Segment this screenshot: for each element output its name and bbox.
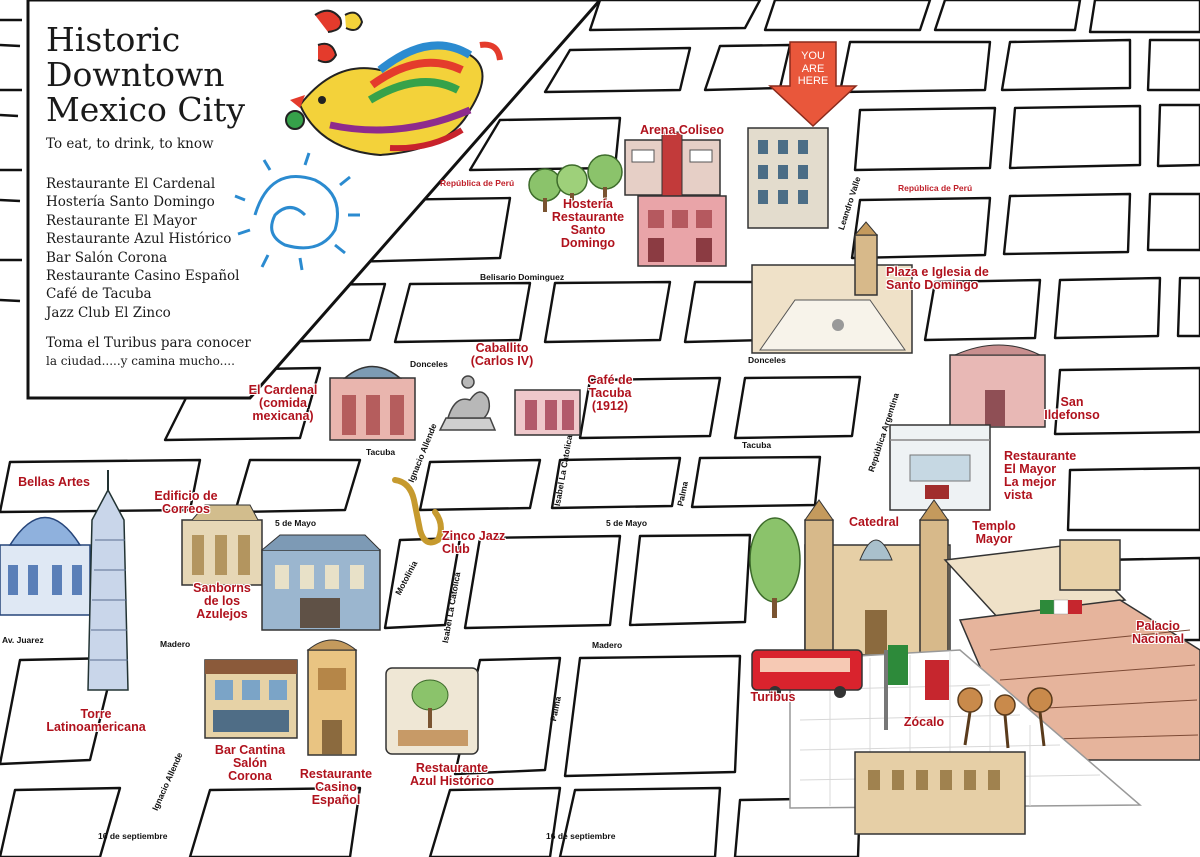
you-are-here-label: YOU ARE HERE <box>797 50 829 87</box>
list-item: Restaurante Azul Histórico <box>46 231 232 248</box>
street-label: República de Perú <box>898 183 973 193</box>
street-label: Tacuba <box>742 440 772 450</box>
landmark-label: Hostería Restaurante Santo Domingo <box>551 197 625 250</box>
statue-caballito <box>438 375 497 431</box>
building-bar-corona <box>204 659 298 739</box>
landmark-label: Edificio de Correos <box>154 489 218 516</box>
landmark-label: Palacio Nacional <box>1131 619 1185 646</box>
landmark-label: Café de Tacuba (1912) <box>587 373 633 413</box>
list-item: Café de Tacuba <box>46 286 152 303</box>
left-edge-ticks <box>0 18 22 303</box>
landmark-label: San Ildefonso <box>1044 395 1100 422</box>
you-are-here-arrow-icon <box>768 41 858 128</box>
street-label: Madero <box>160 639 191 649</box>
list-item: Hostería Santo Domingo <box>46 194 215 211</box>
building-el-mayor-terrace <box>889 424 991 511</box>
landmark-label: Arena Coliseo <box>639 123 725 137</box>
landmark-label: Plaza e Iglesia de Santo Domingo <box>886 265 989 292</box>
street-label: Donceles <box>410 359 448 369</box>
map-title: Historic Downtown Mexico City <box>46 20 246 129</box>
landmark-label: Turibus <box>750 690 796 704</box>
building-cafe-tacuba <box>514 389 581 436</box>
landmark-label: Restaurante Azul Histórico <box>409 761 495 788</box>
list-item: Jazz Club El Zinco <box>46 304 171 321</box>
turibus-icon <box>751 649 863 698</box>
building-azul-historico <box>385 667 479 755</box>
street-label: Madero <box>592 640 623 650</box>
list-item: Bar Salón Corona <box>46 249 168 266</box>
landmark-label: Catedral <box>848 515 900 529</box>
landmark-label: Torre Latinoamericana <box>46 707 146 734</box>
building-bellas-artes <box>0 516 91 616</box>
list-item: Restaurante El Mayor <box>46 212 197 229</box>
street-label: Donceles <box>748 355 786 365</box>
building-correos <box>181 504 263 586</box>
landmark-label: Restaurante El Mayor La mejor vista <box>1004 449 1077 502</box>
building-catedral <box>804 499 951 656</box>
bird-logo-icon <box>285 9 503 157</box>
turibus-note: Toma el Turibus para conocer la ciudad..… <box>46 334 251 370</box>
landmark-label: Restaurante Casino Español <box>299 767 373 807</box>
building-you-are-here-hotel <box>747 127 829 229</box>
street-label: 16 de septiembre <box>98 831 168 841</box>
building-san-ildefonso <box>949 344 1046 428</box>
landmark-label: Templo Mayor <box>972 519 1016 546</box>
note-line: Toma el Turibus para conocer <box>46 335 251 351</box>
tree-catedral <box>749 517 801 618</box>
street-label: Av. Juarez <box>2 635 44 645</box>
street-label: 16 de septiembre <box>546 831 616 841</box>
map-subtitle: To eat, to drink, to know <box>46 136 214 152</box>
street-label: 5 de Mayo <box>606 518 648 528</box>
building-arena-coliseo <box>624 131 721 197</box>
dancers-icon <box>957 687 1053 749</box>
street-label: República de Perú <box>440 178 515 188</box>
landmark-label: Sanborns de los Azulejos <box>193 581 251 621</box>
note-line: la ciudad.....y camina mucho.... <box>46 354 235 368</box>
street-label: Belisario Dominguez <box>480 272 565 282</box>
tower-latinoamericana <box>87 470 129 691</box>
landmark-label: Zinco Jazz Club <box>442 529 506 556</box>
building-sanborns-azulejos <box>261 534 381 631</box>
landmark-label: Caballito (Carlos IV) <box>470 341 534 368</box>
saxophone-icon <box>392 477 444 546</box>
building-el-cardenal <box>329 365 416 441</box>
landmark-label: Bar Cantina Salón Corona <box>214 743 286 783</box>
landmark-label: Zócalo <box>903 715 945 729</box>
building-hosteria-santo-domingo <box>637 195 727 267</box>
trees-republica-peru <box>528 154 623 212</box>
list-item: Restaurante Casino Español <box>46 268 240 285</box>
building-casino-espanol <box>306 639 358 756</box>
places-list: Restaurante El Cardenal Hostería Santo D… <box>46 175 240 322</box>
landmark-label: El Cardenal (comida mexicana) <box>248 383 318 423</box>
sun-swirl-icon <box>234 152 360 271</box>
street-label: 5 de Mayo <box>275 518 317 528</box>
building-zocalo-south <box>854 751 1026 835</box>
street-label: Tacuba <box>366 447 396 457</box>
landmark-label: Bellas Artes <box>18 475 90 489</box>
list-item: Restaurante El Cardenal <box>46 176 216 192</box>
building-santo-domingo-church <box>751 221 913 354</box>
